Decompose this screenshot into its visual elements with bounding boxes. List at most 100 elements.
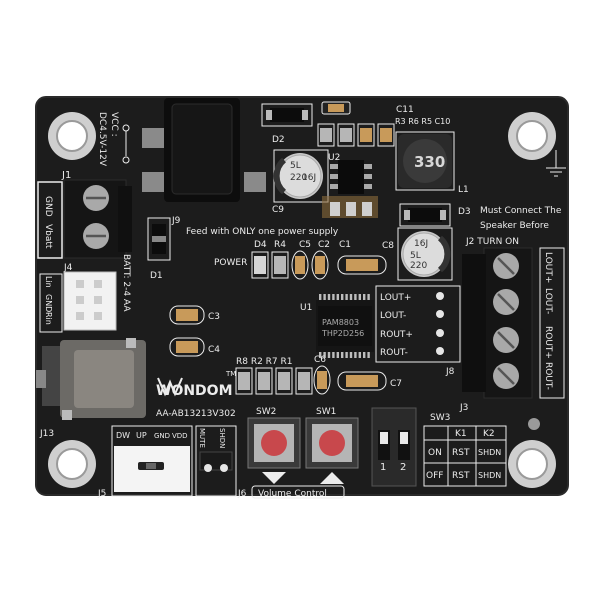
must-connect-text: Must Connect The xyxy=(480,206,562,216)
ic-pin xyxy=(319,294,322,300)
ic-pin xyxy=(327,294,331,300)
c3-label: C3 xyxy=(208,312,220,322)
capacitor-c3 xyxy=(169,305,205,325)
j3-lout-minus: LOUT- xyxy=(543,288,553,314)
j9-label: J9 xyxy=(171,216,181,226)
dip-2-label: 2 xyxy=(400,462,406,473)
smd-row-bottom xyxy=(235,365,387,395)
dc-power-jack xyxy=(142,98,266,202)
j5-dw: DW xyxy=(116,431,130,440)
dip-1-label: 1 xyxy=(380,462,386,473)
j5-gnd: GND xyxy=(154,432,170,440)
model-label: AA-AB13213V302 xyxy=(156,409,236,419)
table-k2: K2 xyxy=(483,429,495,439)
ic-pin xyxy=(332,352,335,358)
resistor-row-top xyxy=(317,123,395,147)
j1-vbatt: Vbatt xyxy=(43,224,53,249)
ic-label-2: THP2D256 xyxy=(321,329,364,338)
j3-rout-plus: ROUT+ xyxy=(543,326,553,359)
c8-label: C8 xyxy=(382,241,394,251)
table-on: ON xyxy=(428,448,442,458)
inductor-l1: 330 xyxy=(395,131,455,191)
j5-up: UP xyxy=(136,431,147,440)
j5-label: J5 xyxy=(97,489,106,499)
ic-pin xyxy=(358,352,361,358)
ic-pin xyxy=(319,352,322,358)
u2-label: U2 xyxy=(328,153,340,163)
feed-note: Feed with ONLY one power supply xyxy=(186,227,339,237)
c1-label: C1 xyxy=(339,240,351,250)
power-label: POWER xyxy=(214,258,247,268)
smd-row-power xyxy=(251,250,387,280)
mounting-hole-bl xyxy=(48,440,96,488)
j6-pins xyxy=(199,451,233,472)
j8-lout-minus: LOUT- xyxy=(380,311,406,321)
volume-up-button[interactable] xyxy=(305,417,359,484)
j5-header xyxy=(114,446,190,492)
amplifier-ic-u1: PAM8803 THP2D256 xyxy=(316,300,374,352)
dip-function-table xyxy=(423,425,507,487)
ic-pin xyxy=(345,294,348,300)
c7-label: C7 xyxy=(390,379,402,389)
j2-turn-on-text: J2 TURN ON xyxy=(465,237,519,247)
ic-pin xyxy=(323,352,326,358)
c6-label: C6 xyxy=(314,355,326,365)
ic-pin xyxy=(349,294,353,300)
j8-pin-holes xyxy=(436,292,444,355)
table-off: OFF xyxy=(426,471,443,481)
j8-lout-plus: LOUT+ xyxy=(380,293,411,303)
vcc-label: VCC : xyxy=(109,112,119,137)
ic-label-1: PAM8803 xyxy=(322,318,359,327)
j4-gnd: GND xyxy=(44,294,53,312)
j8-rout-minus: ROUT- xyxy=(380,348,408,358)
table-shdn-off: SHDN xyxy=(478,471,501,480)
ic-pin xyxy=(345,352,348,358)
ic-pin xyxy=(336,352,339,358)
c8-cap-text-3: 16J xyxy=(414,239,428,249)
d3-label: D3 xyxy=(458,207,471,217)
j6-shdn: SHDN xyxy=(218,428,226,448)
j4-lin: Lin xyxy=(44,276,53,288)
j3-rout-minus: ROUT- xyxy=(543,362,553,390)
j8-rout-plus: ROUT+ xyxy=(380,330,413,340)
c9-label: C9 xyxy=(272,205,284,215)
ic-pin xyxy=(336,294,339,300)
j6-mute: MUTE xyxy=(198,428,206,448)
sw3-label: SW3 xyxy=(430,413,450,423)
c9-cap-text-3: 16J xyxy=(302,173,316,183)
ic-pin xyxy=(349,352,353,358)
table-rst-on: RST xyxy=(452,448,470,458)
d4-label: D4 xyxy=(254,240,267,250)
u1-label: U1 xyxy=(300,303,312,313)
j5-vdd: VDD xyxy=(172,432,188,440)
brand-text: WONDOM xyxy=(156,383,233,399)
j13-label: J13 xyxy=(39,429,54,439)
mounting-hole-tl xyxy=(48,112,96,160)
j3-lout-plus: LOUT+ xyxy=(543,252,553,283)
volume-down-button[interactable] xyxy=(247,417,301,484)
wondom-logo: WONDOM TM xyxy=(156,370,236,399)
sw2-label: SW2 xyxy=(256,407,276,417)
table-shdn-on: SHDN xyxy=(478,448,501,457)
dip-switch-sw3[interactable] xyxy=(371,407,417,487)
j4-label: J4 xyxy=(63,263,73,273)
j4-header xyxy=(63,271,117,331)
ic-pin xyxy=(363,352,366,358)
ic-pin xyxy=(341,352,344,358)
j4-rin: Rin xyxy=(44,312,53,325)
d2-label: D2 xyxy=(272,135,285,145)
c9-cap-text-1: 5L xyxy=(290,161,301,171)
c2-label: C2 xyxy=(318,240,330,250)
ic-pin xyxy=(341,294,344,300)
ic-pin xyxy=(323,294,326,300)
l1-label: L1 xyxy=(458,185,469,195)
ic-pin xyxy=(367,352,370,358)
j13-audio-jack xyxy=(36,338,146,420)
capacitor-c9: 5L 220 16J xyxy=(273,149,329,203)
capacitor-c8: 5L 220 16J xyxy=(397,227,453,281)
diode-d3 xyxy=(399,203,451,227)
mounting-hole-tr xyxy=(508,112,556,160)
j1-label: J1 xyxy=(61,170,71,181)
diode-d1 xyxy=(147,217,171,261)
